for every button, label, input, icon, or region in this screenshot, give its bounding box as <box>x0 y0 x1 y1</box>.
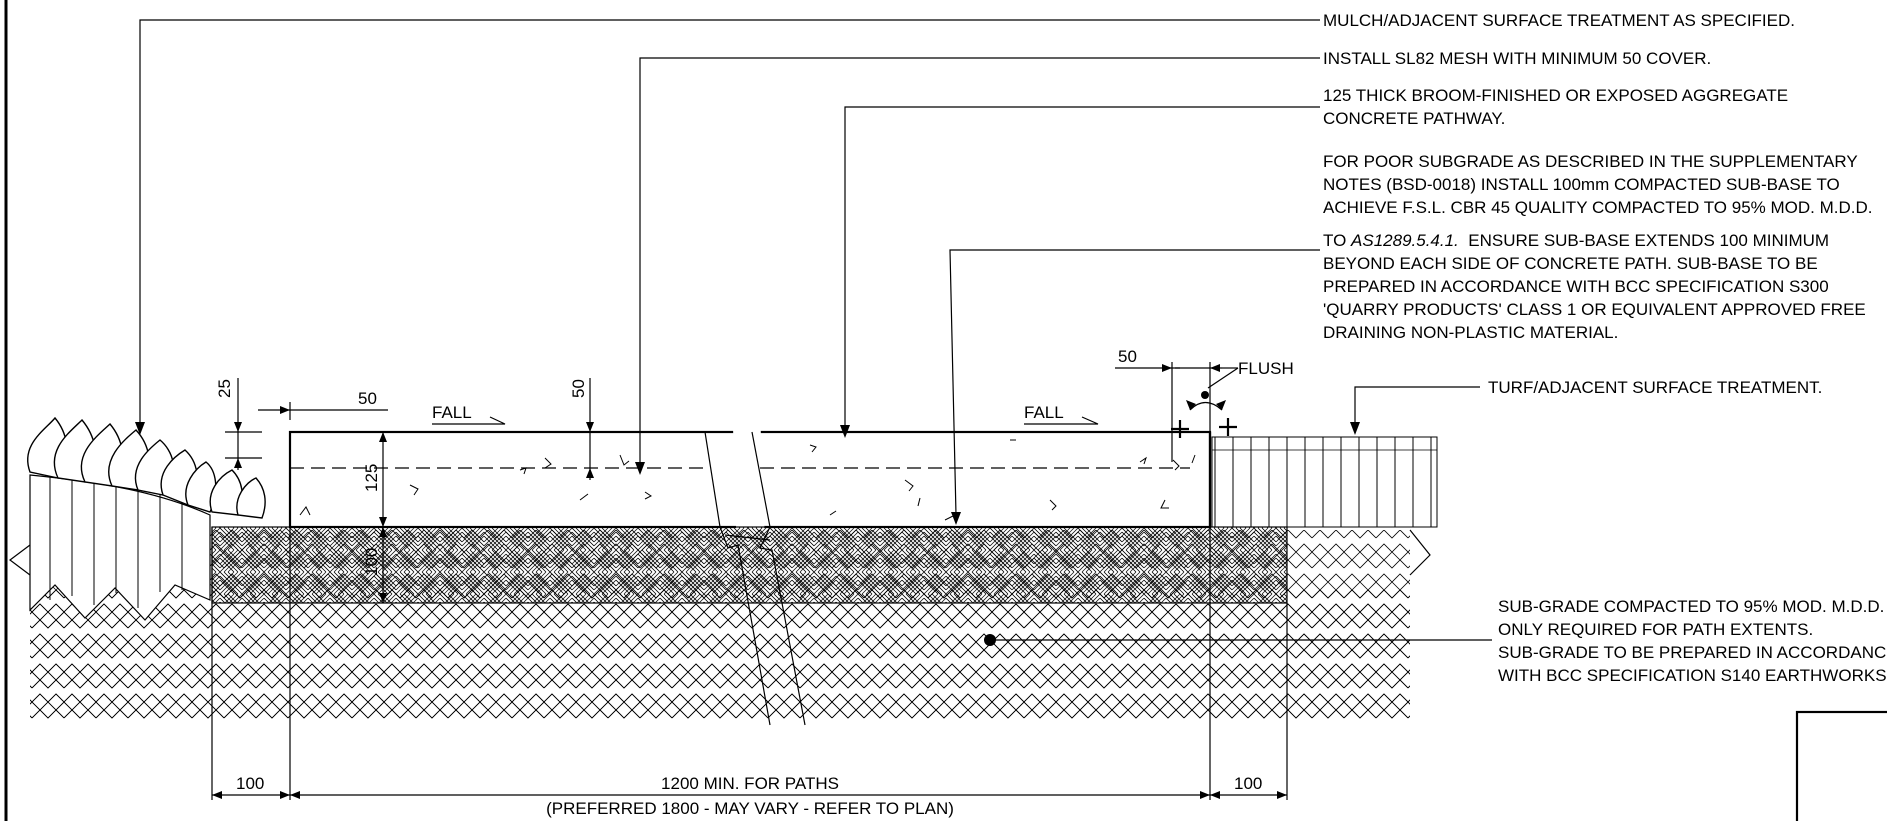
concrete-slab-right <box>745 430 1212 529</box>
note-concrete-line2: CONCRETE PATHWAY. <box>1323 109 1505 128</box>
turf <box>1208 432 1438 528</box>
note-subbase-line7: 'QUARRY PRODUCTS' CLASS 1 OR EQUIVALENT … <box>1323 300 1866 319</box>
note-subbase-line8: DRAINING NON-PLASTIC MATERIAL. <box>1323 323 1618 342</box>
note-subbase-line4: TO AS1289.5.4.1. ENSURE SUB-BASE EXTENDS… <box>1323 231 1829 250</box>
note-subgrade-line1: SUB-GRADE COMPACTED TO 95% MOD. M.D.D. <box>1498 597 1884 616</box>
concrete-slab-left <box>288 430 745 529</box>
dim-100-left: 100 <box>236 774 264 793</box>
break-lines <box>704 431 806 726</box>
note-subbase-line6: PREPARED IN ACCORDANCE WITH BCC SPECIFIC… <box>1323 277 1829 296</box>
fall-label-left: FALL <box>432 403 472 422</box>
note-mulch: MULCH/ADJACENT SURFACE TREATMENT AS SPEC… <box>1323 11 1795 30</box>
note-flush: FLUSH <box>1238 359 1294 378</box>
note-subbase-line2: NOTES (BSD-0018) INSTALL 100mm COMPACTED… <box>1323 175 1840 194</box>
fall-label-right: FALL <box>1024 403 1064 422</box>
leader-lines <box>135 19 1492 646</box>
note-subbase-to: TO <box>1323 231 1351 250</box>
note-subbase-line1: FOR POOR SUBGRADE AS DESCRIBED IN THE SU… <box>1323 152 1858 171</box>
dimension-texts: 25 50 50 50 125 100 FALL FALL 100 100 12… <box>215 347 1262 818</box>
sub-base-layer <box>211 526 1288 604</box>
note-subgrade-line2: ONLY REQUIRED FOR PATH EXTENTS. <box>1498 620 1813 639</box>
note-subbase-line5: BEYOND EACH SIDE OF CONCRETE PATH. SUB-B… <box>1323 254 1818 273</box>
note-subbase-standard: AS1289.5.4.1. <box>1350 231 1459 250</box>
mulch <box>27 416 266 519</box>
notes: MULCH/ADJACENT SURFACE TREATMENT AS SPEC… <box>1238 11 1887 685</box>
dim-125: 125 <box>362 464 381 492</box>
title-block-frame <box>4 0 1887 821</box>
note-subbase-ensure: ENSURE SUB-BASE EXTENDS 100 MINIMUM <box>1459 231 1829 250</box>
note-subbase-line3: ACHIEVE F.S.L. CBR 45 QUALITY COMPACTED … <box>1323 198 1872 217</box>
dim-width-main: 1200 MIN. FOR PATHS <box>661 774 839 793</box>
dim-100-vertical: 100 <box>362 548 381 576</box>
note-turf: TURF/ADJACENT SURFACE TREATMENT. <box>1488 378 1822 397</box>
dim-50-right: 50 <box>1118 347 1137 366</box>
concrete-aggregate <box>299 439 1196 521</box>
note-subgrade-line4: WITH BCC SPECIFICATION S140 EARTHWORKS. <box>1498 666 1887 685</box>
dim-50-mid: 50 <box>569 379 588 398</box>
dim-25: 25 <box>215 379 234 398</box>
dimension-lines <box>211 362 1288 800</box>
note-mesh: INSTALL SL82 MESH WITH MINIMUM 50 COVER. <box>1323 49 1711 68</box>
note-subgrade-line3: SUB-GRADE TO BE PREPARED IN ACCORDANCE <box>1498 643 1887 662</box>
dim-width-sub: (PREFERRED 1800 - MAY VARY - REFER TO PL… <box>546 799 954 818</box>
dim-50-left: 50 <box>358 389 377 408</box>
note-concrete-line1: 125 THICK BROOM-FINISHED OR EXPOSED AGGR… <box>1323 86 1788 105</box>
dim-100-right: 100 <box>1234 774 1262 793</box>
